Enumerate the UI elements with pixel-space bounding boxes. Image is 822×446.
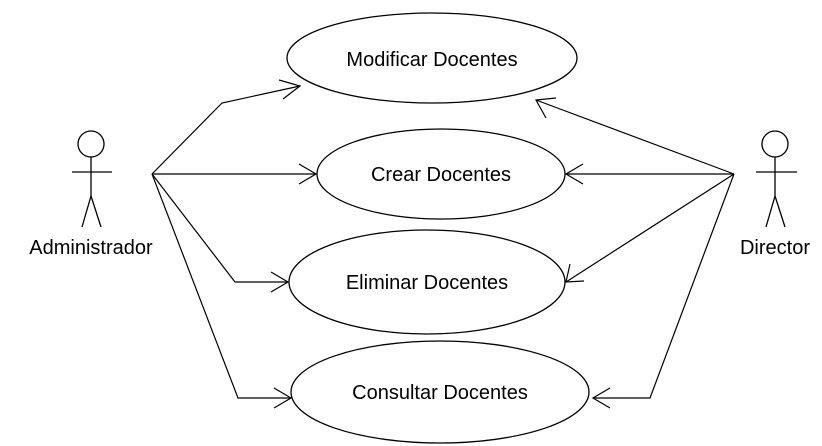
actor-director xyxy=(756,130,797,228)
use-case-modificar-ellipse xyxy=(286,12,578,104)
association-administrador-modificar xyxy=(151,85,301,175)
use-case-consultar: Consultar Docentes xyxy=(290,340,590,444)
associations-administrador xyxy=(151,79,318,409)
association-administrador-consultar xyxy=(151,173,291,399)
actor-director-leg-right xyxy=(774,195,786,228)
actor-administrador xyxy=(72,130,112,228)
actor-director-head xyxy=(761,130,789,158)
actor-administrador-leg-left xyxy=(81,195,92,228)
association-director-eliminar xyxy=(565,173,735,283)
actor-administrador-label: Administrador xyxy=(29,237,153,259)
actor-director-leg-left xyxy=(765,195,776,228)
arrowhead-consultar-left xyxy=(273,387,293,409)
association-director-consultar xyxy=(593,173,735,399)
use-case-eliminar: Eliminar Docentes xyxy=(288,229,566,335)
arrowhead-modificar-left xyxy=(278,79,302,100)
use-case-crear-label: Crear Docentes xyxy=(371,164,511,186)
use-case-consultar-label: Consultar Docentes xyxy=(352,382,528,404)
use-case-eliminar-label: Eliminar Docentes xyxy=(346,272,508,294)
use-case-consultar-ellipse xyxy=(290,340,590,444)
use-case-modificar: Modificar Docentes xyxy=(286,12,578,104)
actor-administrador-leg-right xyxy=(90,195,102,228)
arrowhead-crear-left xyxy=(298,163,318,185)
arrowhead-eliminar-right xyxy=(565,263,585,283)
arrowhead-consultar-right xyxy=(591,387,611,409)
use-case-crear: Crear Docentes xyxy=(316,128,566,220)
use-case-crear-ellipse xyxy=(316,128,566,220)
use-case-modificar-label: Modificar Docentes xyxy=(346,49,517,71)
actor-director-label: Director xyxy=(740,237,810,259)
arrowhead-eliminar-left xyxy=(270,271,290,293)
association-administrador-eliminar xyxy=(151,173,288,283)
association-director-modificar xyxy=(535,99,735,175)
actor-administrador-head xyxy=(77,130,105,158)
arrowhead-crear-right xyxy=(564,163,584,185)
use-case-eliminar-ellipse xyxy=(288,229,566,335)
arrowhead-modificar-right xyxy=(535,97,557,119)
associations-director xyxy=(535,97,735,409)
